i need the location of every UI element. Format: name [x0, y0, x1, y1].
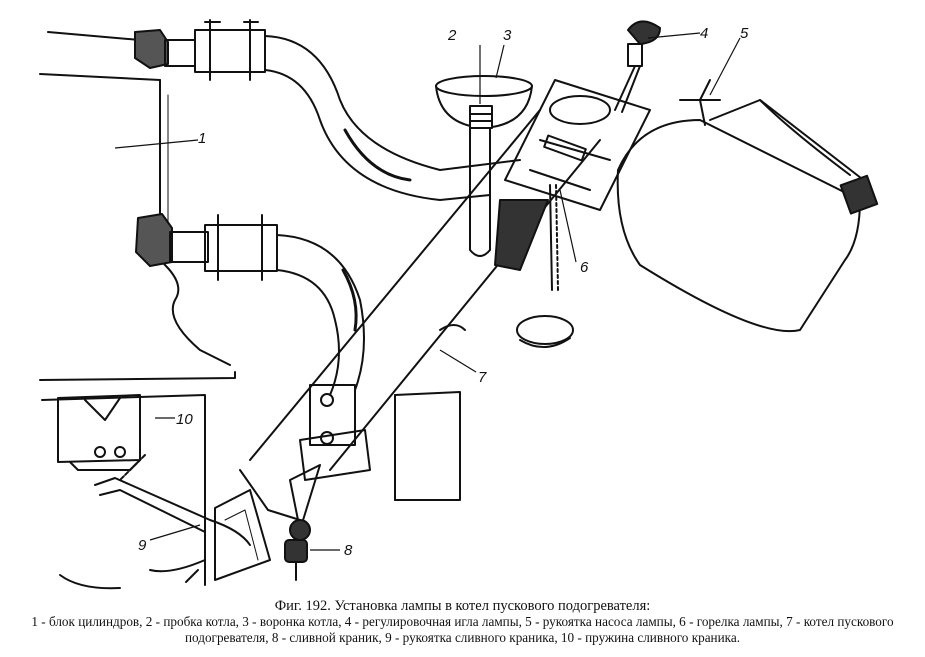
- figure-caption: Фиг. 192. Установка лампы в котел пусков…: [0, 598, 925, 657]
- callout-4: 4: [700, 25, 708, 42]
- cylinder-block: [39, 31, 236, 590]
- callout-1: 1: [198, 130, 206, 147]
- callout-9: 9: [138, 537, 147, 554]
- caption-title: Фиг. 192. Установка лампы в котел пусков…: [274, 598, 651, 614]
- drain-valve: [284, 539, 308, 581]
- lower-pipe: [135, 213, 365, 396]
- callout-8: 8: [344, 542, 353, 559]
- technical-drawing: 1 2 3 4 5 6 7 8 9 10: [39, 19, 879, 590]
- lamp-tank: [616, 79, 879, 333]
- upper-pipe: [134, 19, 521, 201]
- figure-drawing: 1 2 3 4 5 6 7 8 9 10: [39, 19, 879, 590]
- drain-handle-rod: [94, 477, 251, 546]
- boiler-funnel: [435, 75, 533, 257]
- callout-7: 7: [478, 369, 487, 386]
- callout-2: 2: [447, 27, 457, 44]
- callout-6: 6: [580, 259, 589, 276]
- lamp-burner: [504, 79, 651, 348]
- hose-clamp: [289, 384, 371, 541]
- drain-spring-bracket: [57, 394, 146, 481]
- callout-10: 10: [176, 411, 193, 428]
- caption-legend: 1 - блок цилиндров, 2 - пробка котла, 3 …: [31, 614, 894, 645]
- callout-5: 5: [740, 25, 749, 42]
- callout-3: 3: [503, 27, 512, 44]
- adjusting-needle: [614, 20, 661, 113]
